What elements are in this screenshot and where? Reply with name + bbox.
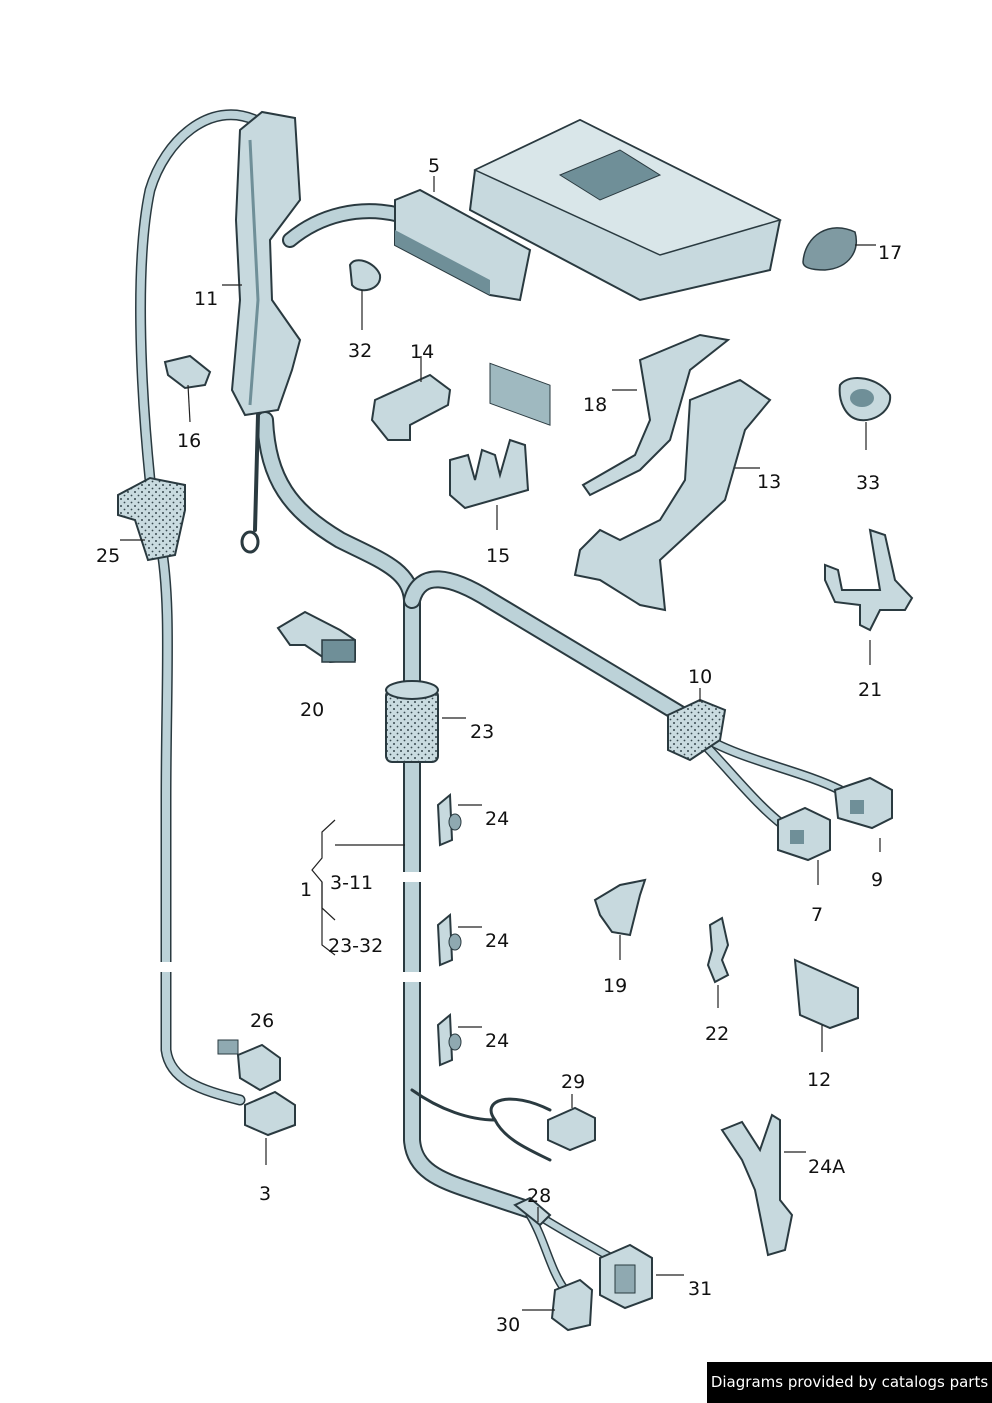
connector-26 <box>217 1039 281 1092</box>
holder-15 <box>449 438 530 510</box>
label-29: 29 <box>561 1071 586 1093</box>
label-24A: 24A <box>808 1156 846 1178</box>
cap-17 <box>802 227 857 271</box>
label-11: 11 <box>194 288 219 310</box>
junction-28 <box>513 1196 552 1227</box>
label-24-middle: 24 <box>485 930 510 952</box>
label-17: 17 <box>878 242 903 264</box>
clip-24-middle <box>436 912 462 967</box>
connector-9 <box>833 776 893 830</box>
connector-3 <box>244 1090 296 1137</box>
label-26: 26 <box>250 1010 275 1032</box>
clip-24-lower <box>436 1012 462 1067</box>
connector-16 <box>163 354 212 390</box>
label-22: 22 <box>705 1023 730 1045</box>
label-13: 13 <box>757 471 782 493</box>
clip-19 <box>593 878 647 937</box>
sensor-29 <box>547 1106 596 1152</box>
label-24-upper: 24 <box>485 808 510 830</box>
grommet-25 <box>117 476 186 562</box>
label-14: 14 <box>410 341 435 363</box>
label-25: 25 <box>96 545 121 567</box>
harness-wires <box>135 109 845 1295</box>
label-18: 18 <box>583 394 608 416</box>
bracket-24A <box>720 1113 794 1257</box>
label-28: 28 <box>527 1185 552 1207</box>
sleeve-23 <box>385 680 439 763</box>
leader-lines <box>120 176 881 1311</box>
label-21: 21 <box>858 679 883 701</box>
label-9: 9 <box>871 869 884 891</box>
label-15: 15 <box>486 545 511 567</box>
ground-eyelet <box>240 530 260 554</box>
connector-30 <box>550 1278 594 1332</box>
label-1: 1 <box>300 879 313 901</box>
clip-14 <box>370 373 452 441</box>
clip-22 <box>706 916 730 984</box>
label-5: 5 <box>428 155 441 177</box>
clip-24-upper <box>436 792 462 847</box>
clip-32 <box>348 259 382 292</box>
label-12: 12 <box>807 1069 832 1091</box>
label-19: 19 <box>603 975 628 997</box>
connector-7 <box>777 806 831 862</box>
ecu-connector-5 <box>394 188 532 302</box>
bracket-21 <box>824 528 914 632</box>
label-16: 16 <box>177 430 202 452</box>
label-24-lower: 24 <box>485 1030 510 1052</box>
label-32: 32 <box>348 340 373 362</box>
label-33: 33 <box>856 472 881 494</box>
label-3: 3 <box>259 1183 272 1205</box>
label-23: 23 <box>470 721 495 743</box>
label-30: 30 <box>496 1314 521 1336</box>
cover-12 <box>793 958 859 1030</box>
bracket-13 <box>573 378 772 612</box>
label-7: 7 <box>811 904 824 926</box>
label-range-3-11: 3-11 <box>330 872 374 894</box>
bracket-18 <box>581 333 731 497</box>
ecu-5 <box>468 118 783 426</box>
label-20: 20 <box>300 699 325 721</box>
label-range-23-32: 23-32 <box>328 935 384 957</box>
connector-31 <box>599 1243 653 1310</box>
bracket-11 <box>230 110 302 417</box>
label-10: 10 <box>688 666 713 688</box>
credit-banner: Diagrams provided by catalogs parts <box>707 1362 992 1403</box>
label-31: 31 <box>688 1278 713 1300</box>
trunk-break-marks <box>150 872 426 982</box>
